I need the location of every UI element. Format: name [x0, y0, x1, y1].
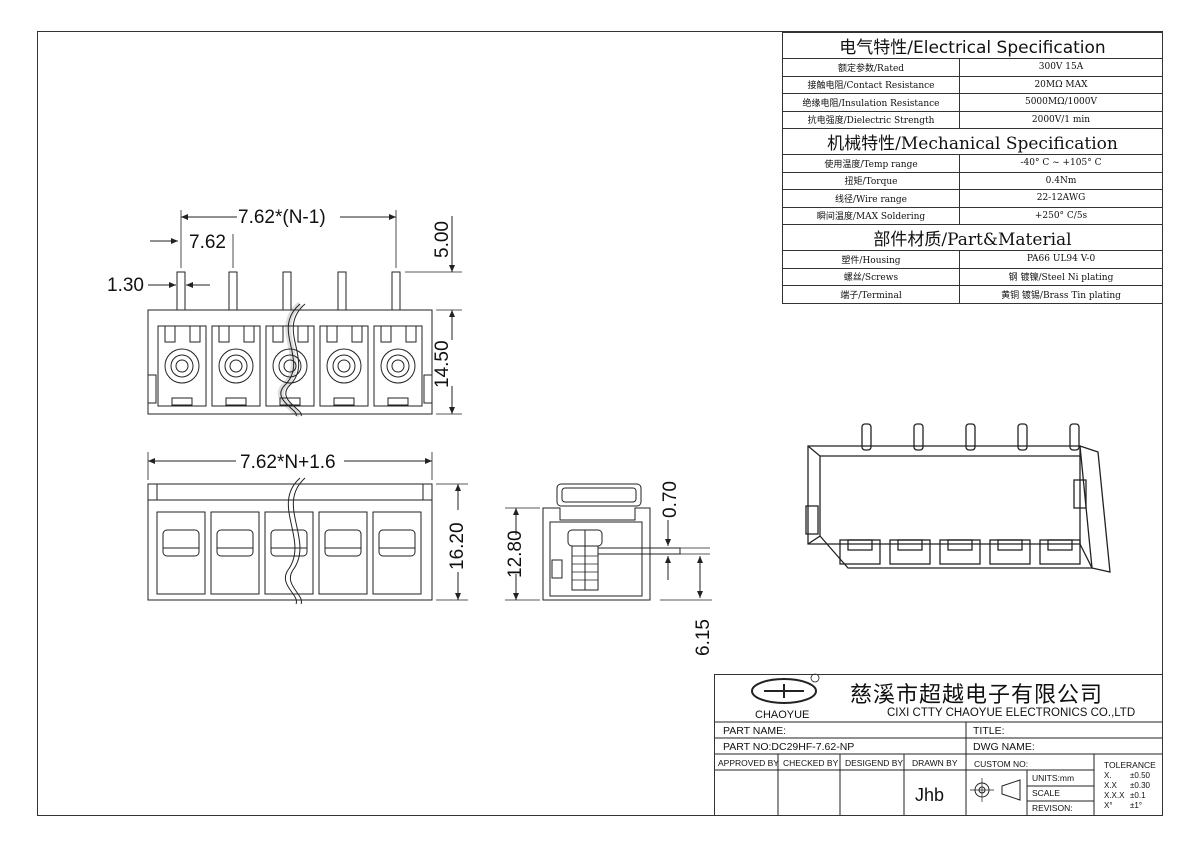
dwg-name-label: DWG NAME:: [973, 741, 1035, 753]
revision-label: REVISON:: [1032, 803, 1073, 813]
tolerance-key: X.: [1104, 771, 1112, 780]
isometric-view: [805, 423, 1111, 573]
drawn-by-value: Jhb: [915, 785, 945, 805]
scale-label: SCALE: [1032, 788, 1060, 798]
tolerance-title: TOLERANCE: [1104, 760, 1156, 770]
tolerance-value: ±1°: [1130, 801, 1143, 810]
dim-pitch-total: 7.62*(N-1): [238, 207, 326, 228]
mechanical-header: 机械特性/Mechanical Specification: [782, 128, 1163, 155]
dim-side-offset: 0.70: [660, 481, 681, 518]
checked-by-label: CHECKED BY: [783, 758, 839, 768]
dim-side-depth: 6.15: [693, 619, 714, 656]
tolerance-key: X.X.X: [1104, 791, 1125, 800]
side-view: [505, 483, 712, 601]
electrical-header: 电气特性/Electrical Specification: [782, 32, 1163, 59]
part-name-label: PART NAME:: [723, 725, 787, 737]
dim-pin-length: 5.00: [432, 221, 453, 258]
units-label: UNITS:mm: [1032, 773, 1075, 783]
part-number: PART NO:DC29HF-7.62-NP: [723, 741, 855, 753]
front-view-cells: [156, 511, 422, 595]
spec-table: 电气特性/Electrical Specification 额定参数/Rated…: [782, 32, 1163, 304]
top-view-pins: [176, 271, 401, 311]
logo-text: CHAOYUE: [755, 709, 810, 721]
title-label: TITLE:: [973, 725, 1005, 737]
dim-pin-width: 1.30: [107, 275, 144, 296]
tolerance-value: ±0.1: [1130, 791, 1146, 800]
tolerance-key: X.X: [1104, 781, 1117, 790]
top-view: [147, 210, 462, 418]
spec-row: 瞬间温度/MAX Soldering+250° C/5s: [782, 206, 1163, 225]
top-view-cells: [157, 325, 423, 407]
material-header: 部件材质/Part&Material: [782, 224, 1163, 251]
custom-no-label: CUSTOM NO:: [974, 759, 1029, 769]
approved-by-label: APPROVED BY: [718, 758, 779, 768]
tolerance-value: ±0.30: [1130, 781, 1150, 790]
dim-body-height: 14.50: [432, 340, 453, 388]
dim-pitch: 7.62: [189, 232, 226, 253]
company-name-cn: 慈溪市超越电子有限公司: [850, 682, 1104, 707]
dim-side-height: 12.80: [505, 530, 526, 578]
title-block-lines: [714, 673, 1163, 816]
title-block: CHAOYUE 慈溪市超越电子有限公司 CIXI CTTY CHAOYUE EL…: [714, 674, 1163, 816]
front-view: [147, 452, 468, 605]
tolerance-key: X°: [1104, 801, 1113, 810]
drawing-frame: [37, 31, 1163, 816]
drawn-by-label: DRAWN BY: [912, 758, 958, 768]
dim-front-height: 16.20: [447, 522, 468, 570]
designed-by-label: DESIGEND BY: [845, 758, 904, 768]
dim-body-length: 7.62*N+1.6: [240, 452, 336, 473]
company-name-en: CIXI CTTY CHAOYUE ELECTRONICS CO.,LTD: [887, 707, 1136, 719]
spec-row: 使用温度/Temp range-40° C ~ +105° C: [782, 154, 1163, 173]
tolerance-value: ±0.50: [1130, 771, 1150, 780]
